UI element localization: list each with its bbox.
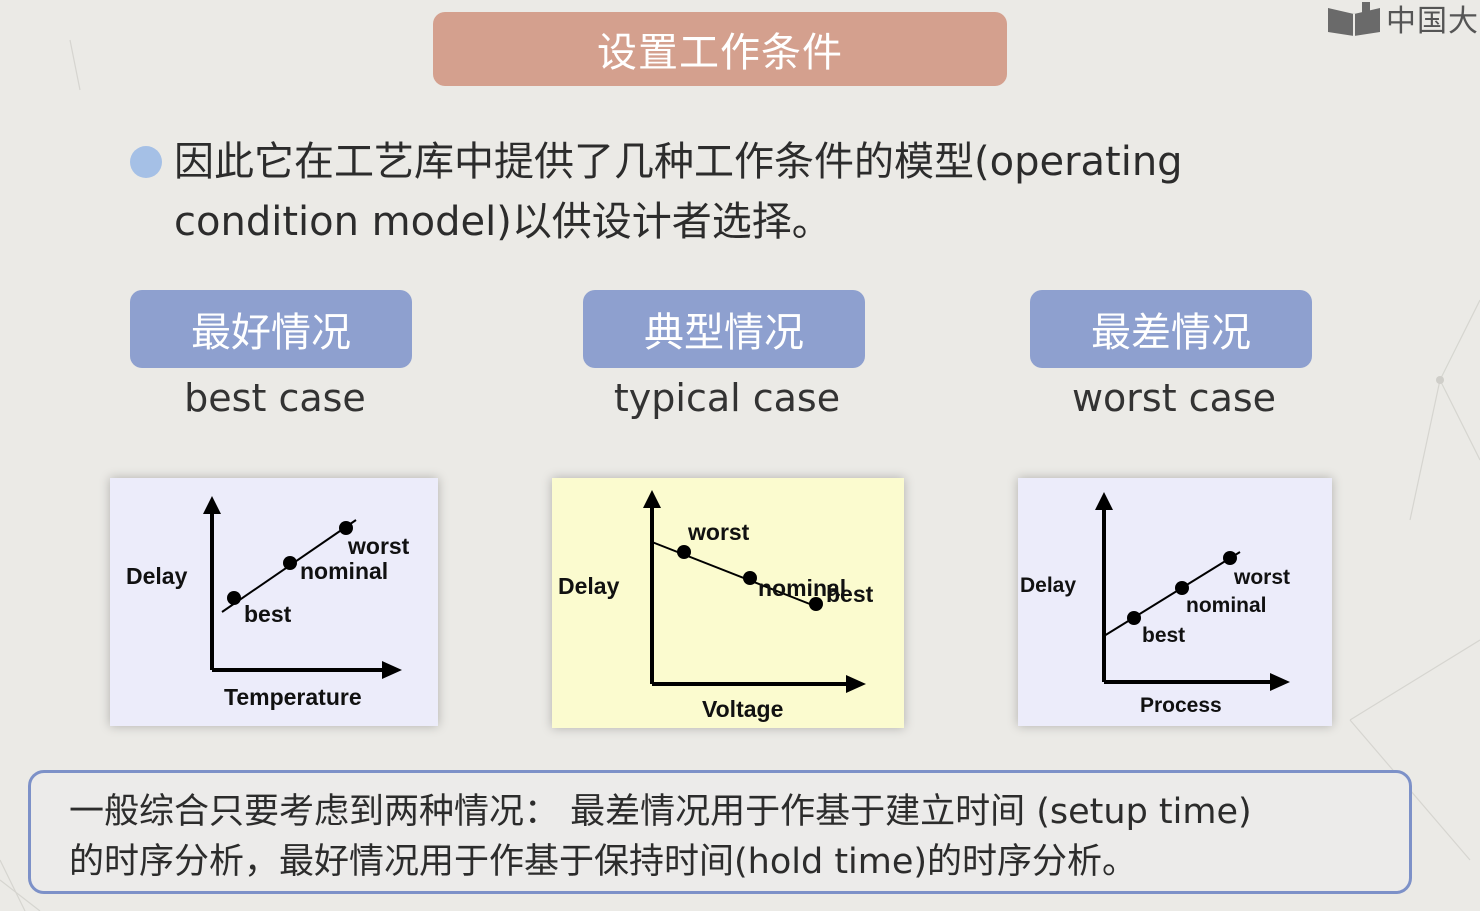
point-label-best: best — [244, 601, 292, 627]
x-axis-arrow — [846, 675, 866, 693]
bullet-dot — [130, 146, 162, 178]
y-axis-label: Delay — [558, 573, 620, 599]
book-icon — [1328, 2, 1380, 36]
point-label-worst: worst — [347, 533, 410, 559]
typical-case-subtitle: typical case — [613, 376, 841, 420]
slide-title: 设置工作条件 — [433, 12, 1007, 86]
y-axis-label: Delay — [126, 563, 188, 589]
course-logo: 中国大 — [1326, 0, 1479, 39]
point-label-best: best — [1142, 624, 1185, 647]
best-case-label: 最好情况 — [130, 290, 412, 368]
point-label-worst: worst — [1233, 566, 1290, 589]
point-best — [227, 591, 241, 605]
summary-note: 一般综合只要考虑到两种情况： 最差情况用于作基于建立时间 (setup time… — [28, 770, 1412, 894]
x-axis-label: Voltage — [702, 696, 783, 722]
y-axis-arrow — [1095, 492, 1113, 510]
bullet-text: 因此它在工艺库中提供了几种工作条件的模型(operating condition… — [174, 132, 1324, 252]
point-nominal — [743, 571, 757, 585]
worst-case-label: 最差情况 — [1030, 290, 1312, 368]
bullet-line-1: 因此它在工艺库中提供了几种工作条件的模型(operating — [174, 139, 1183, 185]
x-axis-label: Process — [1140, 694, 1222, 717]
x-axis-arrow — [1270, 673, 1290, 691]
summary-line-1: 一般综合只要考虑到两种情况： 最差情况用于作基于建立时间 (setup time… — [69, 792, 1252, 832]
logo-text: 中国大 — [1386, 4, 1479, 39]
point-label-nominal: nominal — [1186, 594, 1267, 617]
worst-case-subtitle: worst case — [1071, 376, 1277, 420]
point-label-nominal: nominal — [300, 558, 388, 584]
y-axis-arrow — [203, 496, 221, 514]
point-best — [809, 597, 823, 611]
x-axis-label: Temperature — [224, 684, 362, 710]
summary-line-2: 的时序分析，最好情况用于作基于保持时间(hold time)的时序分析。 — [69, 842, 1138, 882]
chart-background — [110, 478, 438, 726]
point-worst — [339, 521, 353, 535]
typical-case-label: 典型情况 — [583, 290, 865, 368]
y-axis-arrow — [643, 490, 661, 508]
chart-background — [1018, 478, 1332, 726]
chart-background — [552, 478, 904, 728]
x-axis-arrow — [382, 661, 402, 679]
point-label-best: best — [826, 581, 874, 607]
point-label-nominal: nominal — [758, 575, 846, 601]
point-label-worst: worst — [687, 519, 750, 545]
point-worst — [1223, 551, 1237, 565]
point-worst — [677, 545, 691, 559]
y-axis-label: Delay — [1020, 574, 1076, 597]
point-nominal — [1175, 581, 1189, 595]
bullet-line-2: condition model)以供设计者选择。 — [174, 199, 832, 245]
point-nominal — [283, 556, 297, 570]
trend-line — [1103, 551, 1241, 637]
point-best — [1127, 611, 1141, 625]
best-case-subtitle: best case — [184, 376, 366, 420]
